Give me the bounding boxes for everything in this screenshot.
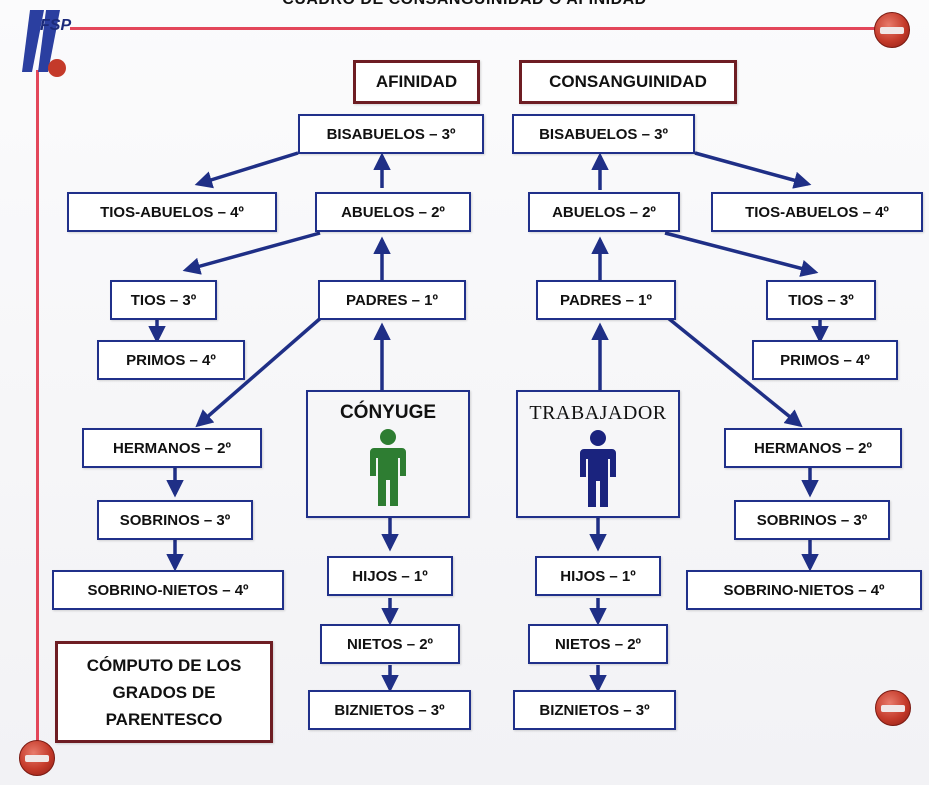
afinidad-hijos: HIJOS – 1º <box>327 556 453 596</box>
person-icon <box>580 430 616 507</box>
consanguinidad-tios-abuelos: TIOS-ABUELOS – 4º <box>711 192 923 232</box>
consanguinidad-sobrino-nietos: SOBRINO-NIETOS – 4º <box>686 570 922 610</box>
consanguinidad-abuelos: ABUELOS – 2º <box>528 192 680 232</box>
page-title: CUADRO DE CONSANGUINIDAD O AFINIDAD <box>0 0 929 9</box>
afinidad-hermanos: HERMANOS – 2º <box>82 428 262 468</box>
consanguinidad-sobrinos: SOBRINOS – 3º <box>734 500 890 540</box>
afinidad-nietos: NIETOS – 2º <box>320 624 460 664</box>
computo-line-2: GRADOS DE <box>112 682 216 702</box>
consanguinidad-nietos: NIETOS – 2º <box>528 624 668 664</box>
consanguinidad-bisabuelos: BISABUELOS – 3º <box>512 114 695 154</box>
frame-line-top <box>70 27 885 30</box>
union-seal-icon <box>19 740 55 776</box>
afinidad-primos: PRIMOS – 4º <box>97 340 245 380</box>
computo-box: CÓMPUTO DE LOS GRADOS DE PARENTESCO <box>55 641 273 743</box>
computo-line-3: PARENTESCO <box>105 709 223 729</box>
afinidad-tios-abuelos: TIOS-ABUELOS – 4º <box>67 192 277 232</box>
afinidad-sobrino-nietos: SOBRINO-NIETOS – 4º <box>52 570 284 610</box>
afinidad-padres: PADRES – 1º <box>318 280 466 320</box>
afinidad-abuelos: ABUELOS – 2º <box>315 192 471 232</box>
consanguinidad-tios: TIOS – 3º <box>766 280 876 320</box>
arrow <box>182 231 321 275</box>
arrow <box>195 314 325 428</box>
svg-text:FSP: FSP <box>40 17 71 34</box>
trabajador-label: TRABAJADOR <box>529 402 667 424</box>
afinidad-tios: TIOS – 3º <box>110 280 217 320</box>
header-consanguinidad: CONSANGUINIDAD <box>519 60 737 104</box>
arrow <box>194 151 299 189</box>
afinidad-bisabuelos: BISABUELOS – 3º <box>298 114 484 154</box>
fsp-logo: FSP <box>22 10 71 77</box>
arrow <box>664 231 819 277</box>
person-icon <box>370 429 406 506</box>
consanguinidad-biznietos: BIZNIETOS – 3º <box>513 690 676 730</box>
arrow <box>666 316 803 428</box>
union-seal-icon <box>874 12 910 48</box>
afinidad-sobrinos: SOBRINOS – 3º <box>97 500 253 540</box>
computo-line-1: CÓMPUTO DE LOS <box>86 655 242 675</box>
trabajador-box: TRABAJADOR <box>516 390 680 518</box>
conyuge-box: CÓNYUGE <box>306 390 470 518</box>
consanguinidad-padres: PADRES – 1º <box>536 280 676 320</box>
conyuge-label: CÓNYUGE <box>339 402 437 423</box>
consanguinidad-hermanos: HERMANOS – 2º <box>724 428 902 468</box>
header-afinidad: AFINIDAD <box>353 60 480 104</box>
arrow <box>694 151 812 189</box>
frame-line-left <box>36 70 39 750</box>
consanguinidad-primos: PRIMOS – 4º <box>752 340 898 380</box>
afinidad-biznietos: BIZNIETOS – 3º <box>308 690 471 730</box>
union-seal-icon <box>875 690 911 726</box>
consanguinidad-hijos: HIJOS – 1º <box>535 556 661 596</box>
